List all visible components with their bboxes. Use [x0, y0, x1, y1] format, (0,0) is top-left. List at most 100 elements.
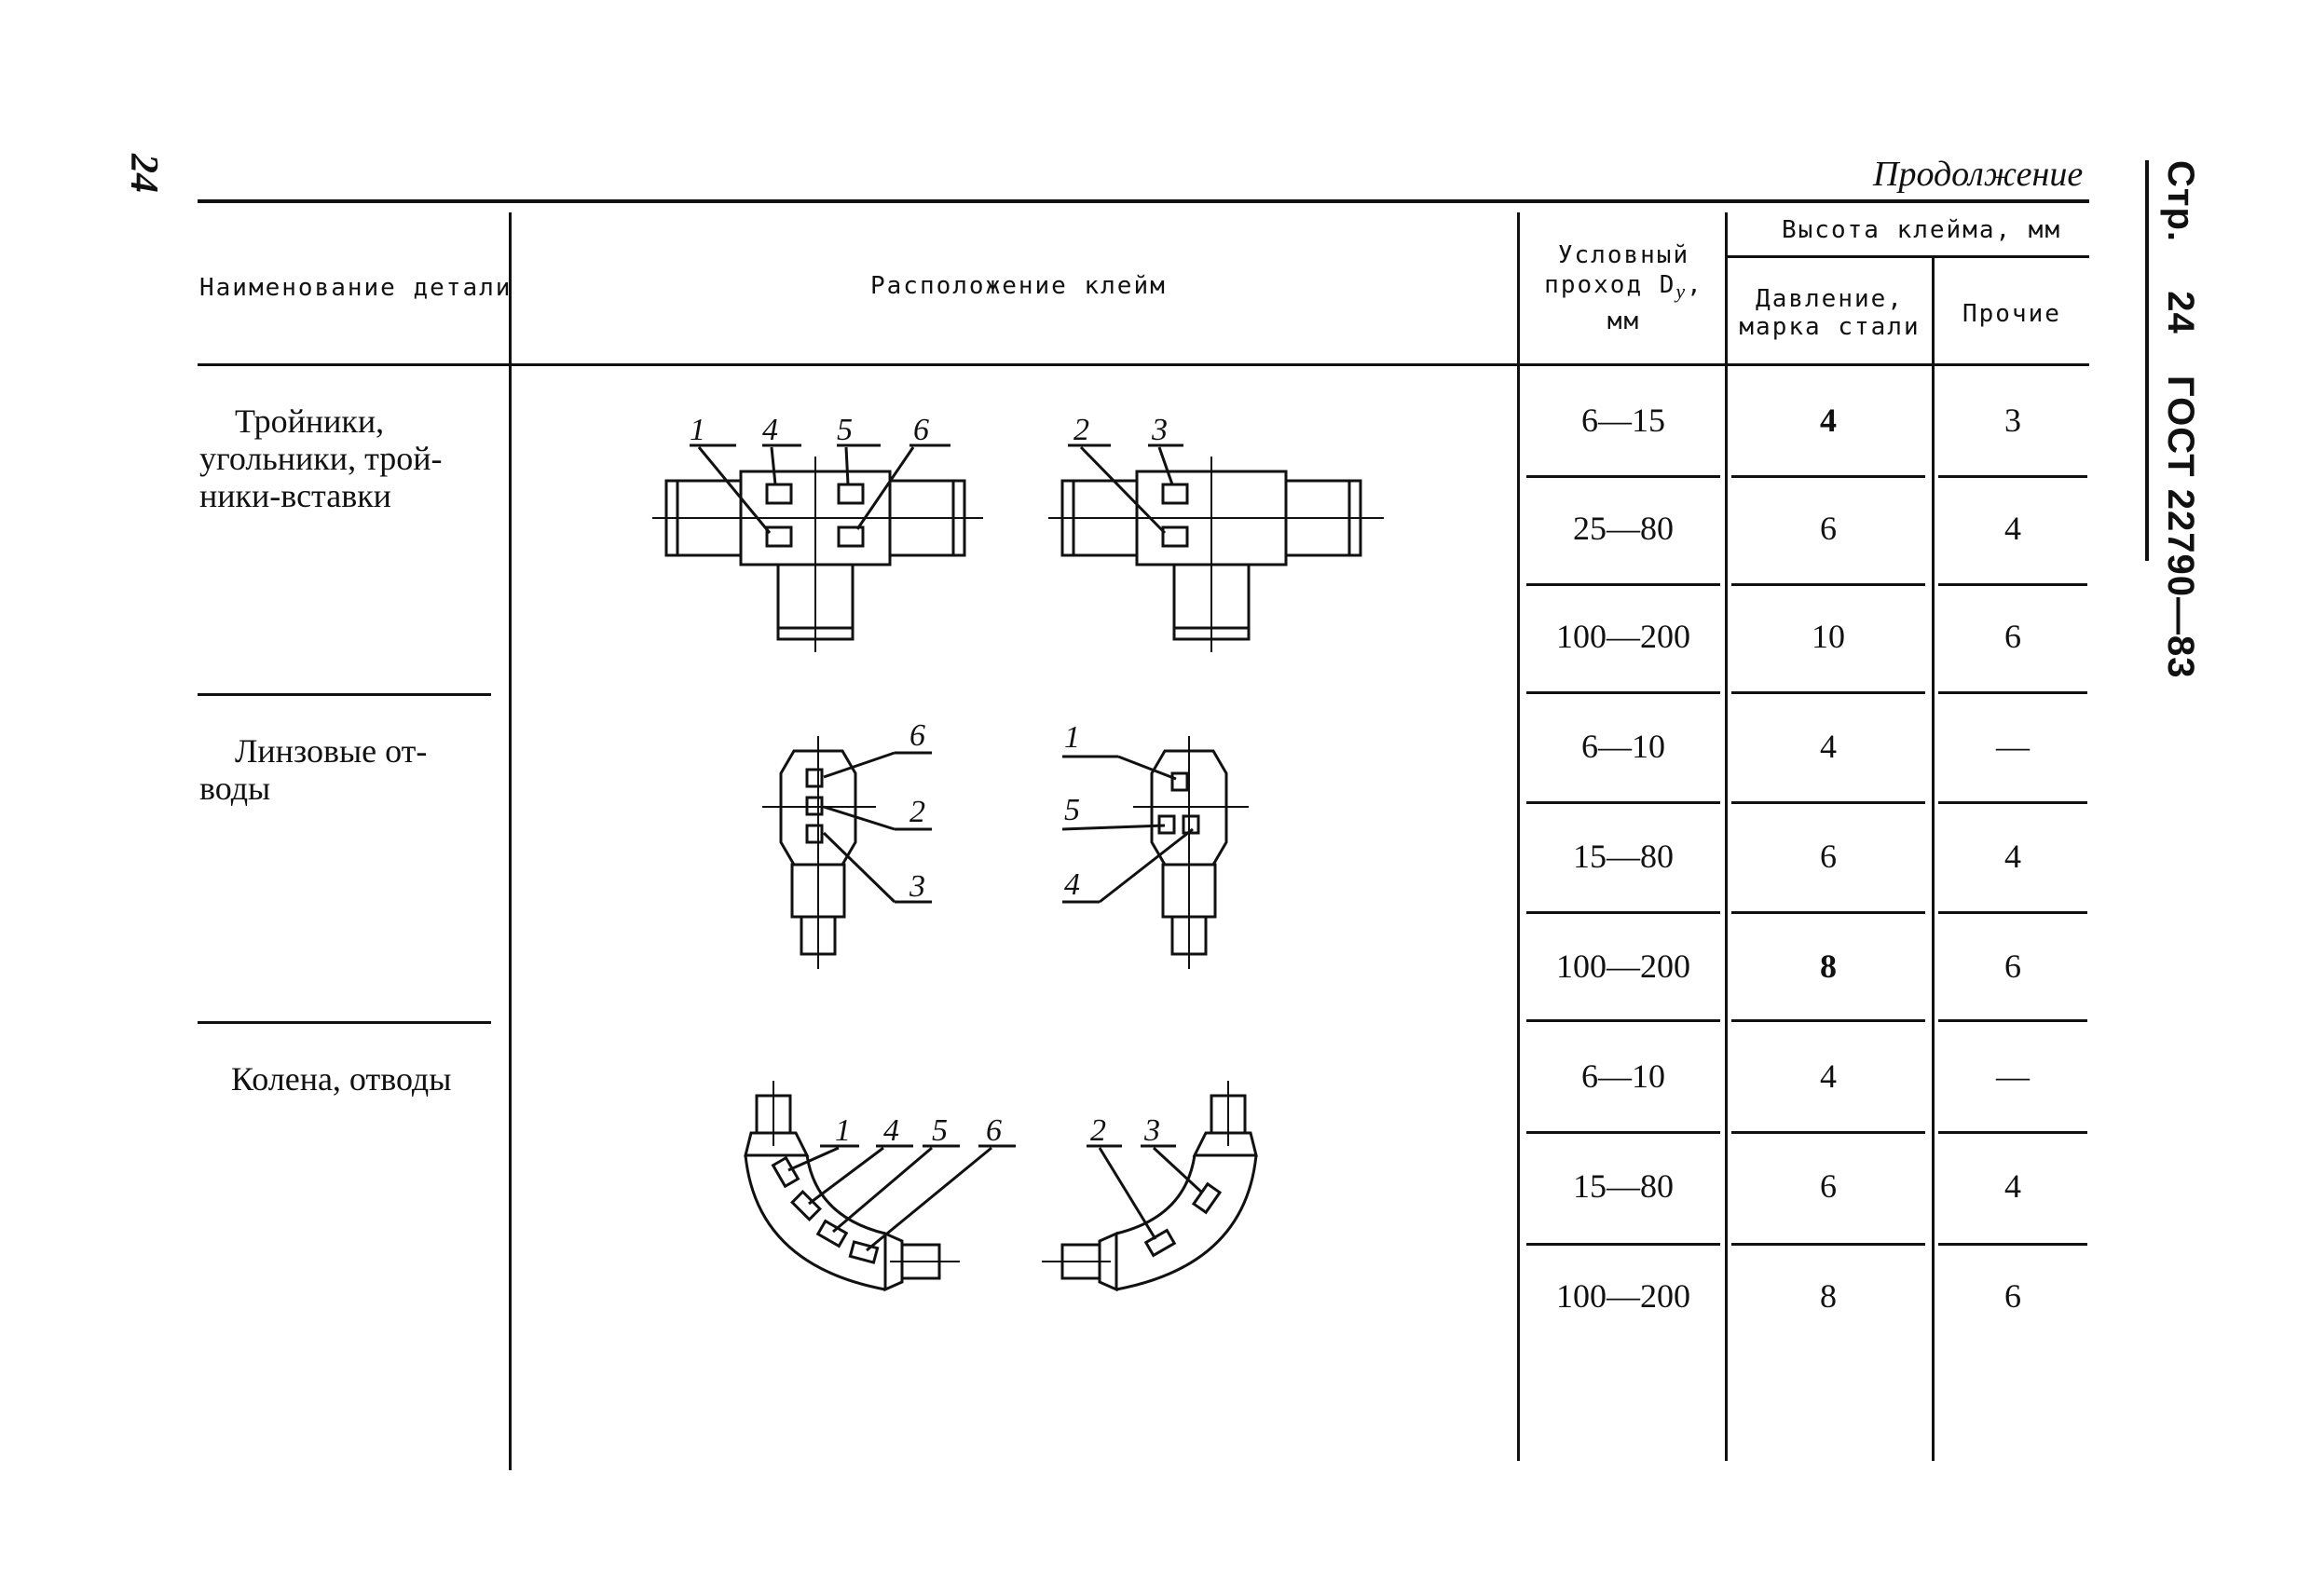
group-name-line: Тройники, — [235, 402, 385, 440]
group-name-elbows: Колена, отводы — [231, 1060, 451, 1098]
mark-box — [1191, 1181, 1223, 1215]
mark-box — [771, 1155, 800, 1189]
mark-box — [765, 525, 793, 548]
header-nominal-bore-line1: Условный — [1557, 241, 1690, 269]
callout-number: 6 — [909, 718, 925, 753]
header-pressure-grade: Давление, марка стали — [1730, 285, 1930, 341]
cell-other: 4 — [2004, 838, 2021, 875]
header-pressure-line1: Давление, — [1756, 285, 1904, 313]
cell-bore: 100—200 — [1556, 618, 1690, 655]
cell-other: 6 — [2004, 1277, 2021, 1315]
group-name-line: Линзовые от- — [235, 732, 428, 770]
cell-other: — — [1996, 728, 2030, 765]
callout-number: 4 — [762, 413, 778, 447]
row-rule — [1731, 801, 1925, 804]
cell-pressure: 8 — [1820, 948, 1837, 985]
side-header-standard: ГОСТ 22790—83 — [2160, 375, 2201, 679]
cell-pressure: 6 — [1820, 838, 1837, 875]
mark-box — [815, 1219, 849, 1248]
callout-number: 1 — [835, 1113, 851, 1148]
elbow-drawing-right — [1042, 1081, 1258, 1292]
header-nominal-bore-line3: мм — [1607, 307, 1641, 336]
row-rule — [1938, 911, 2087, 914]
cell-bore: 15—80 — [1573, 838, 1674, 875]
cell-pressure: 4 — [1820, 728, 1837, 765]
table-top-rule — [198, 199, 2089, 203]
row-rule — [1526, 691, 1720, 694]
height-subheader-rule — [1726, 255, 2089, 258]
callout-number: 1 — [690, 413, 705, 447]
side-header-page: 24 — [2160, 291, 2201, 334]
cell-other: 4 — [2004, 510, 2021, 547]
cell-pressure: 6 — [1820, 1167, 1837, 1205]
mark-box — [1170, 771, 1189, 792]
row-rule — [1526, 1019, 1720, 1022]
side-header-rule — [2145, 160, 2149, 561]
callout-number: 4 — [1064, 867, 1080, 902]
group-name-line: угольники, трой- — [199, 440, 443, 477]
cell-bore: 100—200 — [1556, 1277, 1690, 1315]
header-nominal-bore: Условный проход Dу, мм — [1528, 240, 1719, 336]
group-name-line: воды — [199, 770, 271, 807]
mark-location-drawings: 1 4 5 6 2 3 — [652, 413, 1384, 1292]
cell-bore: 6—10 — [1581, 728, 1665, 765]
mark-box — [805, 824, 824, 844]
cell-bore: 6—10 — [1581, 1057, 1665, 1095]
col-divider-3 — [1725, 212, 1728, 1461]
row-rule — [1938, 691, 2087, 694]
header-part-name: Наименование детали — [199, 274, 513, 302]
name-separator-2 — [198, 1021, 491, 1024]
col-divider-4 — [1932, 257, 1935, 1461]
mark-box — [837, 525, 865, 548]
row-rule — [1938, 583, 2087, 586]
cell-pressure: 8 — [1820, 1277, 1837, 1315]
group-name-line: Колена, отводы — [231, 1060, 452, 1098]
row-rule — [1938, 801, 2087, 804]
cell-bore: 6—15 — [1581, 402, 1665, 439]
row-rule — [1938, 1131, 2087, 1134]
group-name-line: ники-вставки — [199, 477, 391, 514]
col-divider-2 — [1517, 212, 1520, 1461]
mark-box — [805, 796, 824, 816]
mark-box — [1161, 483, 1189, 505]
row-rule — [1526, 911, 1720, 914]
side-header: Стр. 24 ГОСТ 22790—83 — [2159, 160, 2201, 678]
row-rule — [1938, 1019, 2087, 1022]
lens-bend-drawing-left — [762, 736, 932, 969]
mark-box — [1161, 525, 1189, 548]
cell-bore: 100—200 — [1556, 948, 1690, 985]
row-rule — [1526, 1131, 1720, 1134]
callout-number: 2 — [1090, 1113, 1106, 1148]
col-divider-1 — [509, 212, 512, 1470]
cell-bore: 25—80 — [1573, 510, 1674, 547]
callout-number: 6 — [913, 413, 929, 447]
header-bottom-rule — [198, 363, 2089, 366]
cell-other: 4 — [2004, 1167, 2021, 1205]
row-rule — [1731, 691, 1925, 694]
row-rule — [1731, 911, 1925, 914]
header-other: Прочие — [1962, 300, 2061, 328]
elbow-callouts-right: 2 3 — [1090, 1113, 1160, 1148]
cell-other: 3 — [2004, 402, 2021, 439]
cell-other: — — [1996, 1057, 2030, 1095]
callout-number: 1 — [1064, 720, 1080, 755]
mark-box — [790, 1190, 822, 1221]
row-rule — [1731, 1243, 1925, 1246]
side-header-prefix: Стр. — [2160, 160, 2201, 243]
cell-pressure: 4 — [1820, 402, 1837, 439]
callout-number: 6 — [986, 1113, 1002, 1148]
mark-box — [837, 483, 865, 505]
elbow-drawing-left — [744, 1081, 1016, 1292]
mark-box — [1182, 814, 1200, 835]
callout-number: 2 — [1073, 413, 1089, 447]
mark-box — [765, 483, 793, 505]
callout-number: 3 — [1143, 1113, 1160, 1148]
tee-drawing-right — [1048, 443, 1384, 652]
row-rule — [1731, 1019, 1925, 1022]
row-rule — [1731, 1131, 1925, 1134]
mark-box — [805, 768, 824, 788]
lens-callouts-left: 6 2 3 — [909, 718, 925, 904]
elbow-callouts-left: 1 4 5 6 — [835, 1113, 1002, 1148]
row-rule — [1731, 475, 1925, 478]
group-name-tees: Тройники, угольники, трой- ники-вставки — [199, 402, 443, 514]
